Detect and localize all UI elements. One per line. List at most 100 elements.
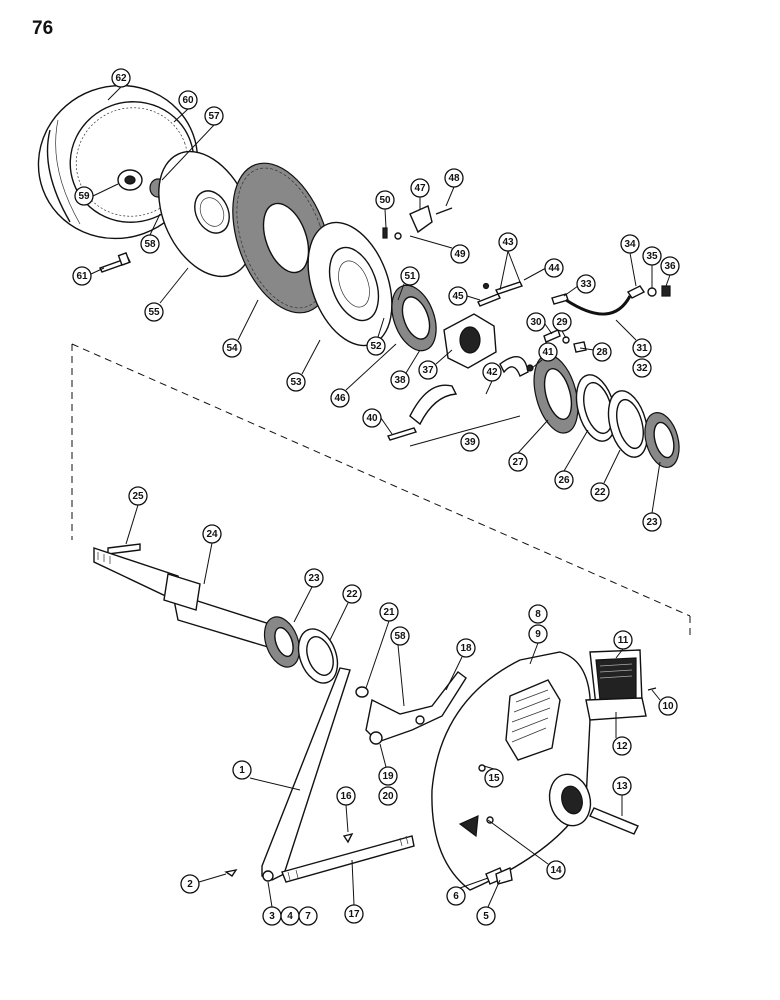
callout-46: 46 xyxy=(330,388,350,408)
callout-circle xyxy=(222,338,242,358)
callout-circle xyxy=(446,886,466,906)
callout-circle xyxy=(74,186,94,206)
callout-circle xyxy=(554,470,574,490)
callout-49: 49 xyxy=(450,244,470,264)
cross-shaft xyxy=(281,835,415,883)
callout-number: 55 xyxy=(148,307,160,318)
callout-number: 35 xyxy=(646,251,658,262)
callout-14: 14 xyxy=(546,860,566,880)
callout-37: 37 xyxy=(418,360,438,380)
callout-20: 20 xyxy=(378,786,398,806)
callout-36: 36 xyxy=(660,256,680,276)
callout-8: 8 xyxy=(528,604,548,624)
callout-number: 44 xyxy=(548,263,560,274)
callout-circle xyxy=(450,244,470,264)
callout-circle xyxy=(460,432,480,452)
callout-circle xyxy=(528,624,548,644)
callout-58: 58 xyxy=(390,626,410,646)
callout-circle xyxy=(144,302,164,322)
callout-number: 4 xyxy=(287,911,293,922)
callout-number: 46 xyxy=(334,393,346,404)
callout-circle xyxy=(642,512,662,532)
callout-6: 6 xyxy=(446,886,466,906)
callout-39: 39 xyxy=(460,432,480,452)
callout-circle xyxy=(390,626,410,646)
callout-circle xyxy=(620,234,640,254)
callout-5: 5 xyxy=(476,906,496,926)
callout-32: 32 xyxy=(632,358,652,378)
callout-51: 51 xyxy=(400,266,420,286)
link-set xyxy=(477,281,523,307)
callout-number: 19 xyxy=(382,771,394,782)
callout-circle xyxy=(344,904,364,924)
callout-number: 5 xyxy=(483,911,489,922)
callout-number: 42 xyxy=(486,367,498,378)
callout-42: 42 xyxy=(482,362,502,382)
callout-15: 15 xyxy=(484,768,504,788)
clutch-cover-plate xyxy=(307,221,393,347)
callout-circle xyxy=(552,312,572,332)
callout-number: 17 xyxy=(348,909,360,920)
bracket-bolt xyxy=(435,207,453,215)
callout-number: 47 xyxy=(414,183,426,194)
callout-23: 23 xyxy=(642,512,662,532)
callout-number: 59 xyxy=(78,191,90,202)
callout-number: 52 xyxy=(370,341,382,352)
page-number: 76 xyxy=(32,18,54,39)
callout-number: 21 xyxy=(383,607,395,618)
callout-23: 23 xyxy=(304,568,324,588)
callout-4: 4 xyxy=(280,906,300,926)
callout-circle xyxy=(204,106,224,126)
callout-61: 61 xyxy=(72,266,92,286)
callout-number: 22 xyxy=(346,589,358,600)
callout-circle xyxy=(304,568,324,588)
brake-hose xyxy=(551,285,671,316)
callout-number: 32 xyxy=(636,363,648,374)
clutch-shaft xyxy=(93,547,283,651)
callout-number: 3 xyxy=(269,911,275,922)
callout-number: 58 xyxy=(144,239,156,250)
callout-number: 60 xyxy=(182,95,194,106)
callout-number: 38 xyxy=(394,375,406,386)
callout-number: 30 xyxy=(530,317,542,328)
callout-53: 53 xyxy=(286,372,306,392)
callout-circle xyxy=(642,246,662,266)
callout-circle xyxy=(576,274,596,294)
callout-number: 12 xyxy=(616,741,628,752)
callout-30: 30 xyxy=(526,312,546,332)
callout-10: 10 xyxy=(658,696,678,716)
callout-52: 52 xyxy=(366,336,386,356)
callout-circle xyxy=(612,736,632,756)
callout-2: 2 xyxy=(180,874,200,894)
callout-number: 6 xyxy=(453,891,459,902)
callout-circle xyxy=(632,358,652,378)
bearing-cone-upper xyxy=(644,412,680,468)
callout-number: 23 xyxy=(646,517,658,528)
callout-22: 22 xyxy=(342,584,362,604)
callout-number: 25 xyxy=(132,491,144,502)
callout-50: 50 xyxy=(375,190,395,210)
callout-circle xyxy=(362,408,382,428)
callout-38: 38 xyxy=(390,370,410,390)
fitting-set xyxy=(543,329,587,353)
callout-circle xyxy=(592,342,612,362)
bearing-cup-lower xyxy=(297,628,339,684)
bearing-cup-upper xyxy=(607,390,649,458)
callout-12: 12 xyxy=(612,736,632,756)
callout-number: 26 xyxy=(558,475,570,486)
cotter-pin xyxy=(342,832,354,844)
housing-key xyxy=(589,807,639,835)
callout-18: 18 xyxy=(456,638,476,658)
callout-58: 58 xyxy=(140,234,160,254)
callout-21: 21 xyxy=(379,602,399,622)
callout-number: 24 xyxy=(206,529,218,540)
clutch-lever-rod xyxy=(261,667,351,882)
callout-circle xyxy=(140,234,160,254)
callout-number: 34 xyxy=(624,239,636,250)
callout-number: 18 xyxy=(460,643,472,654)
callout-circle xyxy=(612,776,632,796)
callout-circle xyxy=(482,362,502,382)
callout-circle xyxy=(232,760,252,780)
callout-number: 13 xyxy=(616,781,628,792)
callout-circle xyxy=(128,486,148,506)
